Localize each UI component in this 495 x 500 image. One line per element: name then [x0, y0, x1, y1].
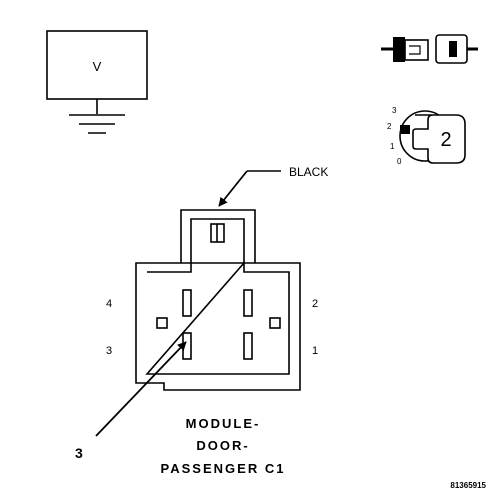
title-line-1: MODULE-	[186, 416, 261, 431]
terminal-pin-3	[182, 332, 192, 360]
color-label: BLACK	[289, 165, 328, 179]
ground-icon	[69, 114, 125, 134]
color-callout: BLACK	[218, 165, 328, 207]
pin-label-2: 2	[312, 298, 318, 310]
terminal-pin-4	[182, 289, 192, 317]
voltmeter-symbol: V	[46, 30, 148, 134]
terminal-pins	[182, 289, 253, 360]
connector-title: MODULE- DOOR- PASSENGER C1	[161, 416, 286, 476]
pin-label-3: 3	[106, 345, 112, 357]
pin-label-1: 1	[312, 345, 318, 357]
terminal-pin-2	[243, 289, 253, 317]
pointer-number: 3	[75, 445, 83, 461]
connector-plug-icon	[381, 34, 478, 64]
position-label-2: 2	[387, 122, 392, 131]
title-line-2: DOOR-	[196, 438, 249, 453]
connector-position-icon: 3 2 1 0 2	[387, 106, 466, 166]
position-selected-number: 2	[440, 129, 451, 151]
terminal-pin-1	[243, 332, 253, 360]
title-line-3: PASSENGER C1	[161, 461, 286, 476]
position-label-0: 0	[397, 157, 402, 166]
position-label-3: 3	[392, 106, 397, 115]
connector-body	[135, 209, 301, 391]
pin-pointer: 3	[75, 341, 187, 461]
position-label-1: 1	[390, 142, 395, 151]
figure-id: 81365915	[450, 481, 486, 490]
meter-label: V	[93, 59, 102, 74]
pin-label-4: 4	[106, 298, 112, 310]
